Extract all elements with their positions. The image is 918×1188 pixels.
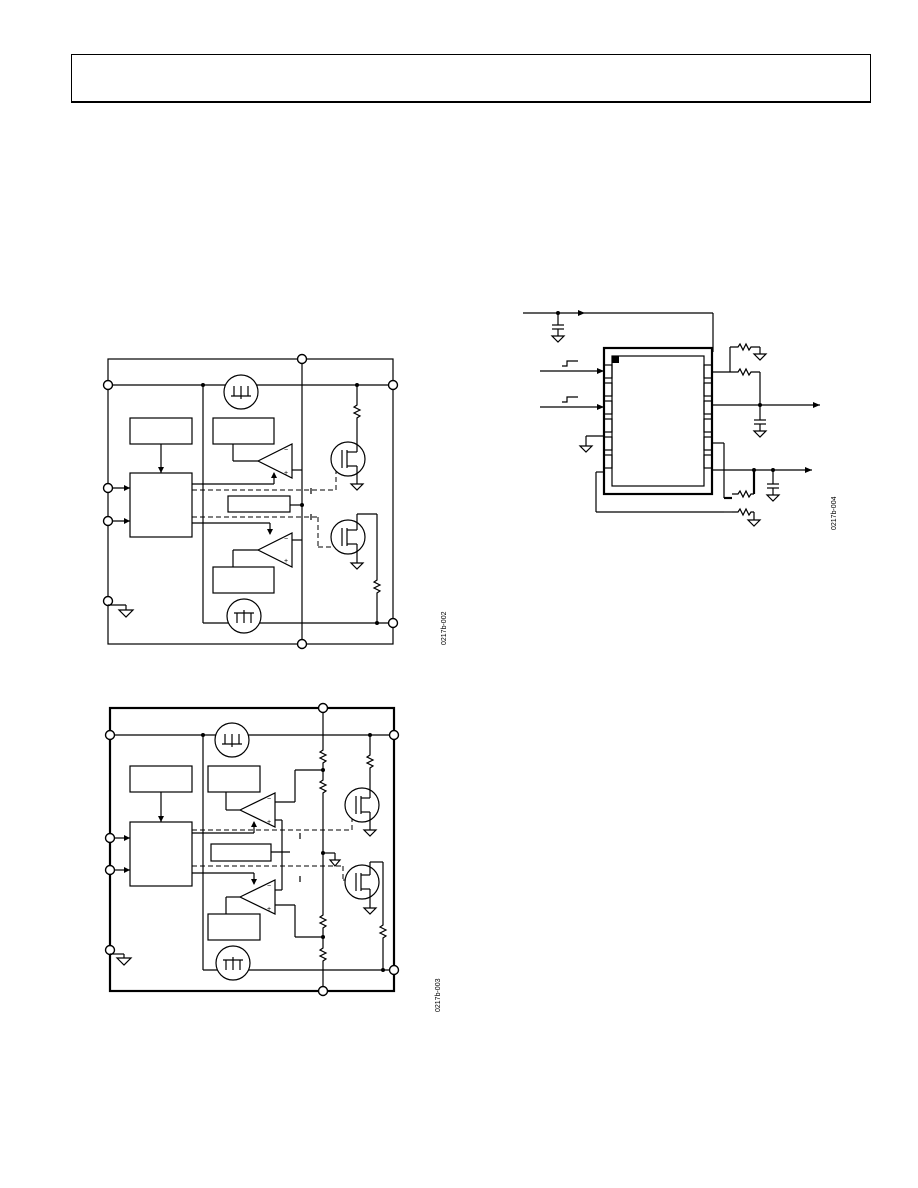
figure-code-2: 0217b-003 [435, 978, 442, 1012]
svg-text:+: + [267, 819, 271, 826]
reference-block-2-top [207, 765, 261, 793]
pin-top [296, 353, 308, 365]
pin-2-left-top [104, 729, 116, 741]
diagram-2-outline [108, 706, 396, 993]
pin-2-right-bottom [388, 964, 400, 976]
svg-text:−: − [284, 536, 288, 543]
svg-text:−: − [267, 796, 271, 803]
control-block-2 [129, 821, 193, 887]
svg-text:−: − [284, 447, 288, 454]
reference-block-bottom [212, 566, 275, 594]
svg-text:+: + [267, 906, 271, 913]
opamp-bottom [256, 532, 293, 568]
figure-code-1: 0217b-002 [441, 611, 448, 645]
svg-text:+: + [284, 558, 288, 565]
logic-block-top [129, 417, 193, 445]
opamp-top [256, 443, 293, 479]
pin-2-top [317, 702, 329, 714]
opamp-2-top [238, 792, 276, 828]
pin1-marker [612, 356, 619, 363]
resistor-2-pullup [365, 735, 375, 780]
pin-2-bottom [317, 985, 329, 997]
diagram-1-outline [107, 358, 394, 645]
reference-block-top [212, 417, 275, 445]
pin-right-top [387, 379, 399, 391]
figure-code-3: 0217b-004 [831, 496, 838, 530]
logic-block-2-top [129, 765, 193, 793]
svg-text:+: + [284, 470, 288, 477]
resistor-pullup-1 [352, 385, 362, 442]
pin-bottom [296, 638, 308, 650]
pin-left-top [102, 379, 114, 391]
opamp-2-bottom [238, 879, 276, 915]
page-header-box [71, 54, 871, 103]
window-block [227, 495, 291, 513]
control-block [129, 472, 193, 538]
pin-right-bottom [387, 617, 399, 629]
ic-die [611, 355, 705, 487]
reference-block-2-bottom [207, 913, 261, 941]
pin-2-right-top [388, 729, 400, 741]
svg-text:−: − [267, 883, 271, 890]
resistor-pullup-2 [372, 514, 382, 623]
ic-package-outline [602, 346, 714, 496]
